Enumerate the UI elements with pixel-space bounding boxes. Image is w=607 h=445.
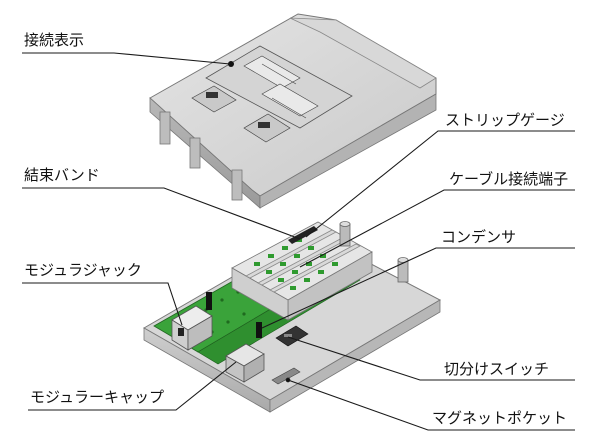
label-condenser: コンデンサ: [441, 228, 517, 246]
modular-cap-part: [225, 343, 265, 383]
switch-part: [275, 325, 309, 347]
label-switch: 切分けスイッチ: [444, 360, 550, 378]
strip-gauge-part: [288, 226, 318, 244]
terminal-block: [231, 221, 373, 321]
label-connection-display: 接続表示: [24, 31, 85, 49]
label-cable-band: 結束バンド: [24, 166, 100, 184]
mounting-posts: [339, 221, 409, 283]
base-unit: [142, 221, 442, 413]
leader-lines: [22, 52, 575, 431]
cover-lid: [149, 13, 437, 209]
magnet-pocket-part: [271, 367, 301, 385]
label-modular-cap: モジュラーキャップ: [30, 388, 164, 406]
label-modular-jack: モジュラジャック: [24, 261, 142, 279]
label-magnet-pocket: マグネットポケット: [432, 409, 568, 427]
label-strip-gauge: ストリップゲージ: [445, 111, 565, 129]
label-cable-terminal: ケーブル接続端子: [449, 170, 569, 188]
capacitors: [206, 292, 262, 338]
